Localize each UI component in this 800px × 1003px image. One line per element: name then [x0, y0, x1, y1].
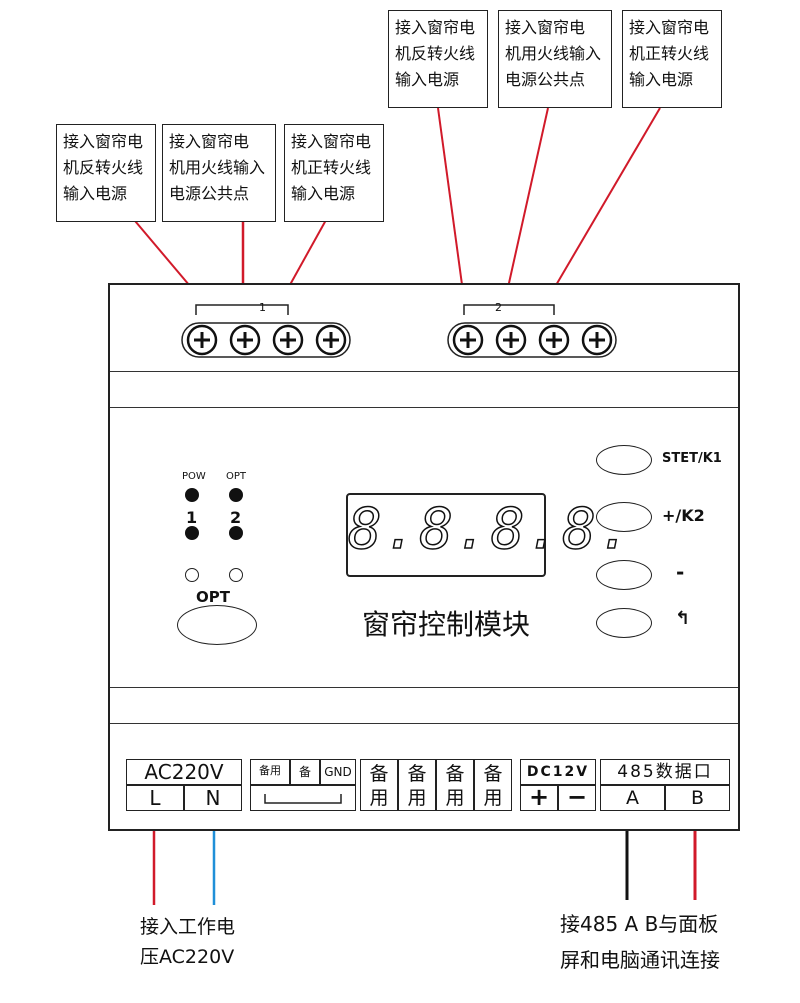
stet-k1-button[interactable]	[596, 445, 652, 475]
bracket-icon	[264, 794, 342, 804]
callout-top-right-2: 接入窗帘电 机用火线输入 电源公共点	[498, 10, 612, 108]
callout-top-left-1: 接入窗帘电 机反转火线 输入电源	[56, 124, 156, 222]
callout-top-left-3: 接入窗帘电 机正转火线 输入电源	[284, 124, 384, 222]
note-line: 接入工作电	[140, 916, 236, 938]
spare-terminal-2[interactable]: 备用	[398, 759, 436, 811]
channel-1-led-icon	[185, 526, 199, 540]
callout-line: 机反转火线	[395, 44, 476, 63]
callout-line: 机正转火线	[291, 158, 372, 177]
ac-power-note: 接入工作电 压AC220V	[140, 912, 235, 972]
callout-line: 接入窗帘电	[63, 132, 144, 151]
callout-line: 输入电源	[291, 184, 356, 203]
callout-line: 机正转火线	[629, 44, 710, 63]
callout-top-right-3: 接入窗帘电 机正转火线 输入电源	[622, 10, 722, 108]
callout-line: 机反转火线	[63, 158, 144, 177]
curtain-module-device: 1 2 POW OPT 1 2 OPT 8.8.8.8. 窗帘控制模块 STET…	[108, 283, 740, 831]
terminal-group-1-label: 1	[259, 301, 266, 314]
spare-terminal-label: 备用	[250, 759, 290, 785]
rs485-note: 接485 A B与面板 屏和电脑通讯连接	[560, 906, 720, 978]
bracket-terminal	[250, 785, 356, 811]
spare-terminal-label: 备	[290, 759, 320, 785]
callout-line: 电源公共点	[505, 70, 586, 89]
minus-button[interactable]	[596, 560, 652, 590]
dc-minus-terminal[interactable]: −	[558, 785, 596, 811]
terminal-group-2-label: 2	[495, 301, 502, 314]
dc-plus-terminal[interactable]: +	[520, 785, 558, 811]
terminal-group-2	[447, 304, 617, 358]
l-terminal[interactable]: L	[126, 785, 184, 811]
led-label-2: 2	[230, 508, 242, 527]
spare-terminal-1[interactable]: 备用	[360, 759, 398, 811]
gnd-label: GND	[320, 759, 356, 785]
led-label-pow: POW	[182, 471, 206, 482]
led-label-1: 1	[186, 508, 198, 527]
pow-led-icon	[185, 488, 199, 502]
divider	[110, 723, 738, 724]
callout-line: 输入电源	[629, 70, 694, 89]
back-button[interactable]	[596, 608, 652, 638]
note-line: 压AC220V	[140, 946, 235, 968]
bottom-terminal-strip: AC220V L N 备用 备 GND 备用 备用 备用 备用 DC12V + …	[122, 751, 730, 817]
callout-top-left-2: 接入窗帘电 机用火线输入 电源公共点	[162, 124, 276, 222]
plus-k2-label: +/K2	[662, 506, 705, 525]
callout-line: 机用火线输入	[505, 44, 602, 63]
channel-2-led-icon	[229, 526, 243, 540]
note-line: 屏和电脑通讯连接	[560, 948, 720, 972]
callout-line: 接入窗帘电	[169, 132, 250, 151]
callout-line: 接入窗帘电	[505, 18, 586, 37]
indicator-hollow-icon	[185, 568, 199, 582]
divider	[110, 371, 738, 372]
callout-line: 电源公共点	[169, 184, 250, 203]
callout-line: 输入电源	[63, 184, 128, 203]
note-line: 接485 A B与面板	[560, 912, 719, 936]
callout-line: 接入窗帘电	[395, 18, 476, 37]
rs485-b-terminal[interactable]: B	[665, 785, 730, 811]
minus-label: -	[676, 560, 685, 584]
divider	[110, 407, 738, 408]
rs485-label: 485数据口	[600, 759, 730, 785]
callout-line: 接入窗帘电	[629, 18, 710, 37]
divider	[110, 687, 738, 688]
callout-line: 输入电源	[395, 70, 460, 89]
spare-terminal-3[interactable]: 备用	[436, 759, 474, 811]
dc12v-label: DC12V	[520, 759, 596, 785]
seven-segment-display: 8.8.8.8.	[346, 493, 634, 577]
callout-line: 接入窗帘电	[291, 132, 372, 151]
display-digits: 8.8.8.8.	[347, 496, 634, 563]
stet-k1-label: STET/K1	[662, 451, 722, 466]
back-arrow-icon: ↰	[675, 608, 691, 629]
led-label-opt: OPT	[226, 471, 247, 482]
opt-led-icon	[229, 488, 243, 502]
n-terminal[interactable]: N	[184, 785, 242, 811]
callout-line: 机用火线输入	[169, 158, 266, 177]
opt-button[interactable]	[177, 605, 257, 645]
opt-button-label: OPT	[196, 588, 230, 606]
terminal-group-1	[181, 304, 351, 358]
module-title: 窗帘控制模块	[361, 608, 530, 641]
callout-top-right-1: 接入窗帘电 机反转火线 输入电源	[388, 10, 488, 108]
indicator-hollow-icon	[229, 568, 243, 582]
rs485-a-terminal[interactable]: A	[600, 785, 665, 811]
ac220v-label: AC220V	[126, 759, 242, 785]
plus-k2-button[interactable]	[596, 502, 652, 532]
spare-terminal-4[interactable]: 备用	[474, 759, 512, 811]
